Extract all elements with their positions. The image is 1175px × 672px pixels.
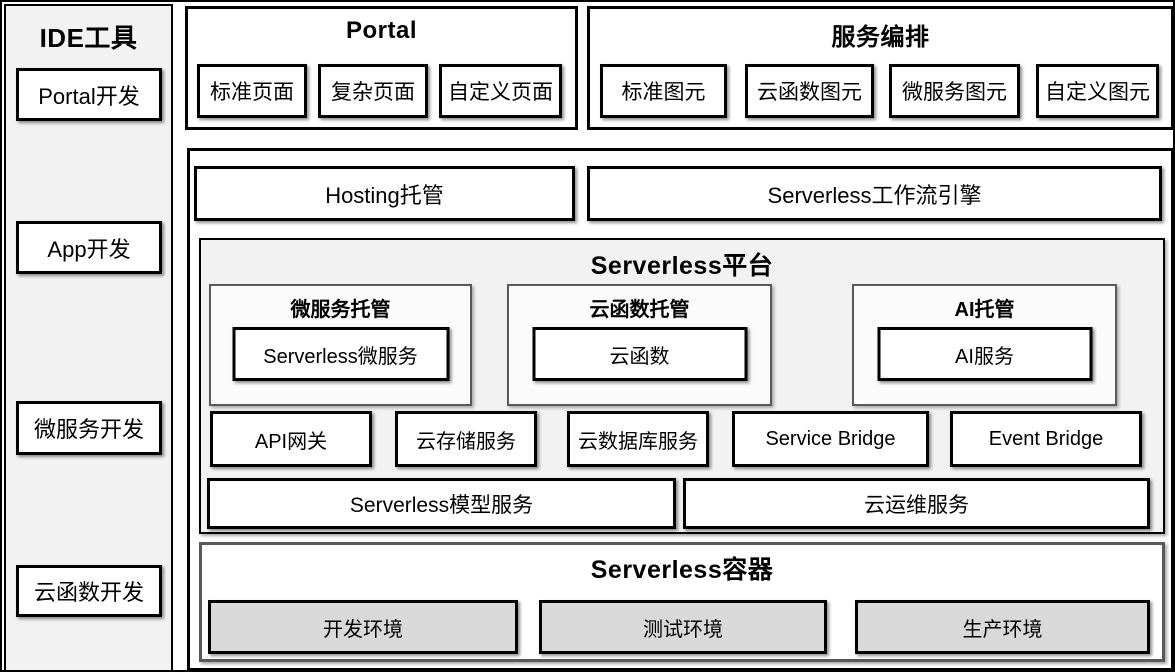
box-event-bridge: Event Bridge — [950, 411, 1142, 467]
sidebar-item-app-dev: App开发 — [16, 221, 162, 274]
cloud-function-hosting-title: 云函数托管 — [589, 299, 690, 321]
main-panel: Hosting托管 Serverless工作流引擎 Serverless平台 微… — [187, 148, 1173, 670]
portal-title: Portal — [345, 17, 417, 44]
box-cloud-storage: 云存储服务 — [395, 411, 537, 467]
box-ai-service: AI服务 — [877, 327, 1092, 381]
group-ai-hosting: AI托管 AI服务 — [852, 284, 1117, 406]
orchestration-item-standard-element: 标准图元 — [600, 64, 727, 118]
portal-item-standard-page: 标准页面 — [197, 64, 307, 118]
box-serverless-model-service: Serverless模型服务 — [207, 478, 676, 529]
portal-item-custom-page: 自定义页面 — [439, 64, 562, 118]
box-cloud-function: 云函数 — [532, 327, 747, 381]
box-cloud-ops-service: 云运维服务 — [683, 478, 1150, 529]
serverless-platform-panel: Serverless平台 微服务托管 Serverless微服务 云函数托管 云… — [199, 238, 1165, 534]
box-serverless-microservice: Serverless微服务 — [232, 327, 449, 381]
box-cloud-database: 云数据库服务 — [567, 411, 709, 467]
box-test-env: 测试环境 — [539, 600, 827, 654]
workflow-engine-box: Serverless工作流引擎 — [587, 166, 1162, 221]
box-dev-env: 开发环境 — [208, 600, 518, 654]
sidebar-item-cloud-function-dev: 云函数开发 — [16, 565, 162, 617]
orchestration-title: 服务编排 — [831, 24, 930, 51]
portal-item-complex-page: 复杂页面 — [318, 64, 428, 118]
portal-panel: Portal 标准页面 复杂页面 自定义页面 — [185, 6, 578, 130]
group-microservice-hosting: 微服务托管 Serverless微服务 — [209, 284, 472, 406]
sidebar-item-portal-dev: Portal开发 — [16, 68, 162, 121]
group-cloud-function-hosting: 云函数托管 云函数 — [507, 284, 772, 406]
sidebar-item-microservice-dev: 微服务开发 — [16, 401, 162, 455]
box-prod-env: 生产环境 — [855, 600, 1150, 654]
serverless-container-panel: Serverless容器 开发环境 测试环境 生产环境 — [199, 542, 1165, 662]
box-service-bridge: Service Bridge — [732, 411, 929, 467]
orchestration-item-custom-element: 自定义图元 — [1036, 64, 1159, 118]
orchestration-item-microservice-element: 微服务图元 — [889, 64, 1020, 118]
orchestration-item-cloud-function-element: 云函数图元 — [745, 64, 874, 118]
serverless-platform-title: Serverless平台 — [590, 252, 774, 280]
hosting-box: Hosting托管 — [194, 166, 575, 221]
ai-hosting-title: AI托管 — [954, 299, 1015, 321]
microservice-hosting-title: 微服务托管 — [290, 299, 391, 321]
ide-tools-panel: IDE工具 Portal开发 App开发 微服务开发 云函数开发 — [4, 4, 173, 670]
ide-tools-title: IDE工具 — [39, 23, 138, 53]
box-api-gateway: API网关 — [210, 411, 372, 467]
orchestration-panel: 服务编排 标准图元 云函数图元 微服务图元 自定义图元 — [587, 6, 1173, 130]
serverless-container-title: Serverless容器 — [590, 556, 774, 584]
